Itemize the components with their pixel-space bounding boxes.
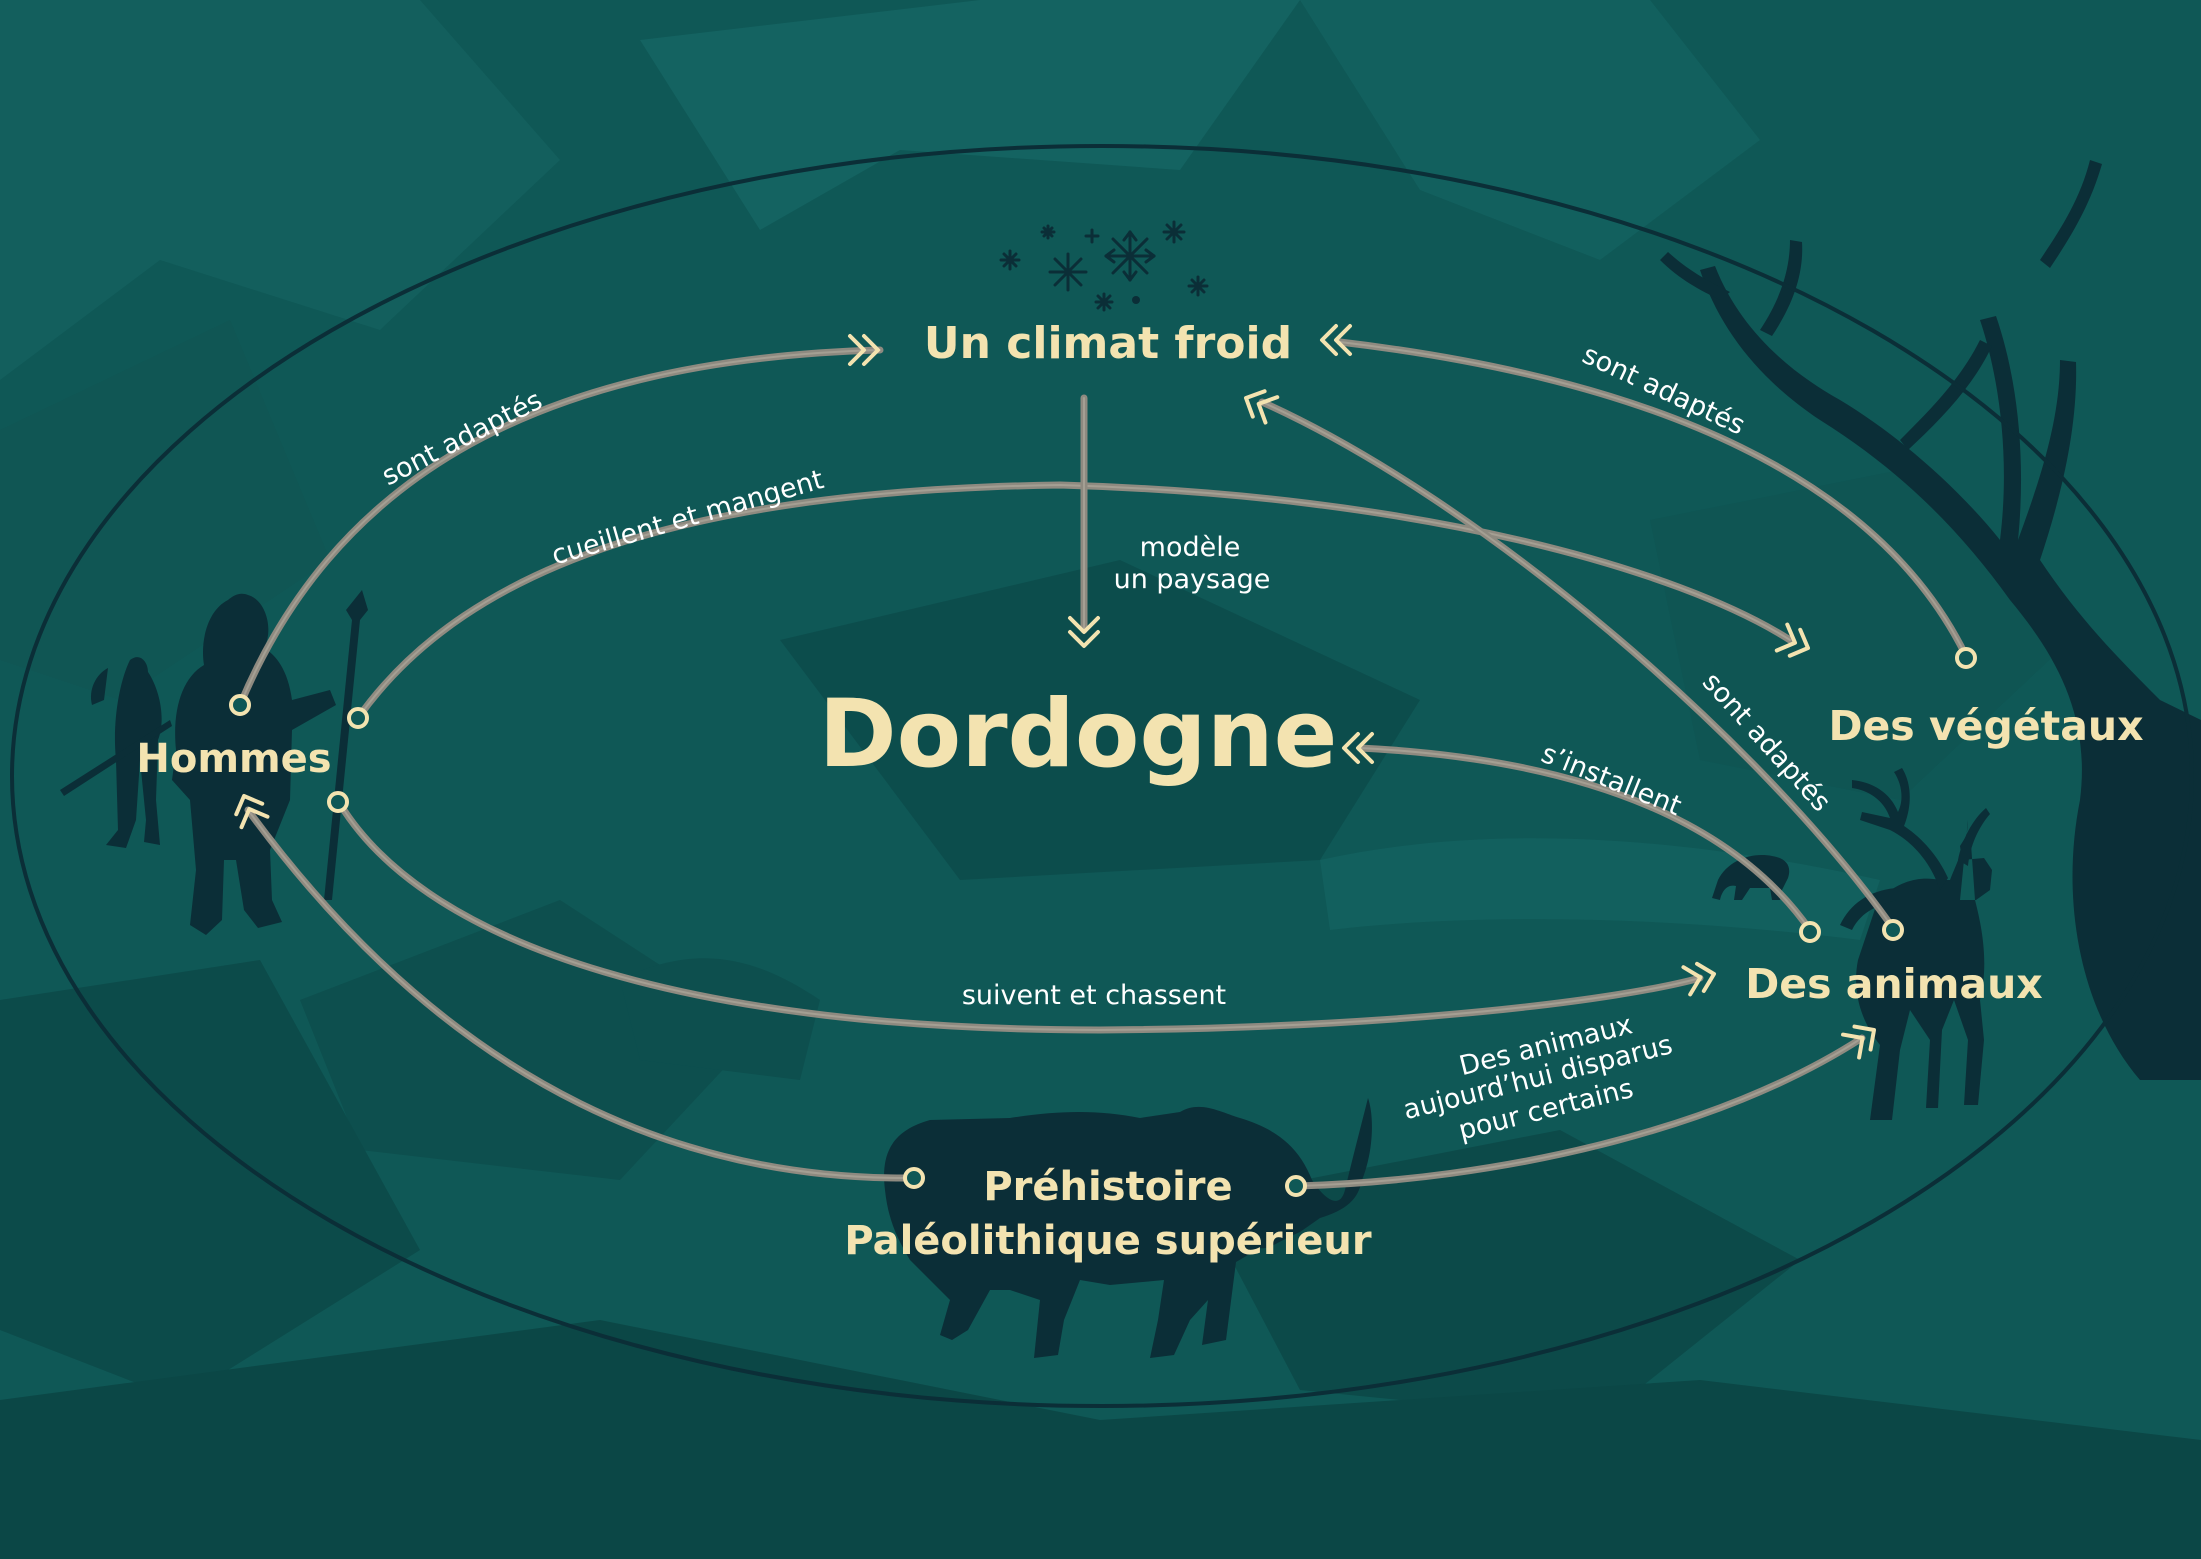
arrowhead-men <box>234 794 270 830</box>
label-men-animals: suivent et chassent <box>962 980 1226 1011</box>
snowflakes-icon <box>999 220 1209 312</box>
dot-prehistory-right <box>1285 1175 1307 1197</box>
arrowhead-animals-bottom <box>1841 1024 1876 1060</box>
small-animal-silhouette <box>1712 855 1790 900</box>
node-prehistory-line1: Préhistoire <box>983 1164 1232 1210</box>
humans-silhouette <box>60 590 368 935</box>
label-climate-dordogne-2: un paysage <box>1114 564 1271 595</box>
arrowhead-climate-lower <box>1244 389 1280 425</box>
cycle-ellipse <box>10 144 2194 1408</box>
dot-prehistory-left <box>903 1167 925 1189</box>
dot-animals-right <box>1882 919 1904 941</box>
woolly-rhino-silhouette <box>884 1098 1372 1358</box>
dot-men-bottom <box>327 791 349 813</box>
reindeer-silhouette <box>1840 768 1992 1120</box>
dot-plants <box>1955 647 1977 669</box>
arrowhead-animals-left <box>1681 961 1716 997</box>
arrowhead-climate-right <box>1320 324 1352 356</box>
arrow-heads <box>234 324 1876 1060</box>
dot-men-top <box>229 694 251 716</box>
arrowhead-plants <box>1774 622 1810 658</box>
node-climate: Un climat froid <box>924 318 1292 369</box>
arrowhead-dordogne-top <box>1068 616 1100 648</box>
origin-dots <box>229 647 1977 1197</box>
arrows <box>236 338 1970 1190</box>
node-prehistory-line2: Paléolithique supérieur <box>844 1218 1372 1264</box>
arrowhead-climate-left <box>848 334 880 366</box>
dot-animals-left <box>1799 921 1821 943</box>
node-animals: Des animaux <box>1745 960 2042 1008</box>
node-men: Hommes <box>136 736 331 782</box>
label-climate-dordogne-1: modèle <box>1140 532 1241 563</box>
node-dordogne: Dordogne <box>819 680 1338 789</box>
tree-silhouette <box>1660 160 2201 1080</box>
node-plants: Des végétaux <box>1828 702 2143 750</box>
arrowhead-dordogne-right <box>1342 732 1374 764</box>
dot-men-right <box>347 707 369 729</box>
